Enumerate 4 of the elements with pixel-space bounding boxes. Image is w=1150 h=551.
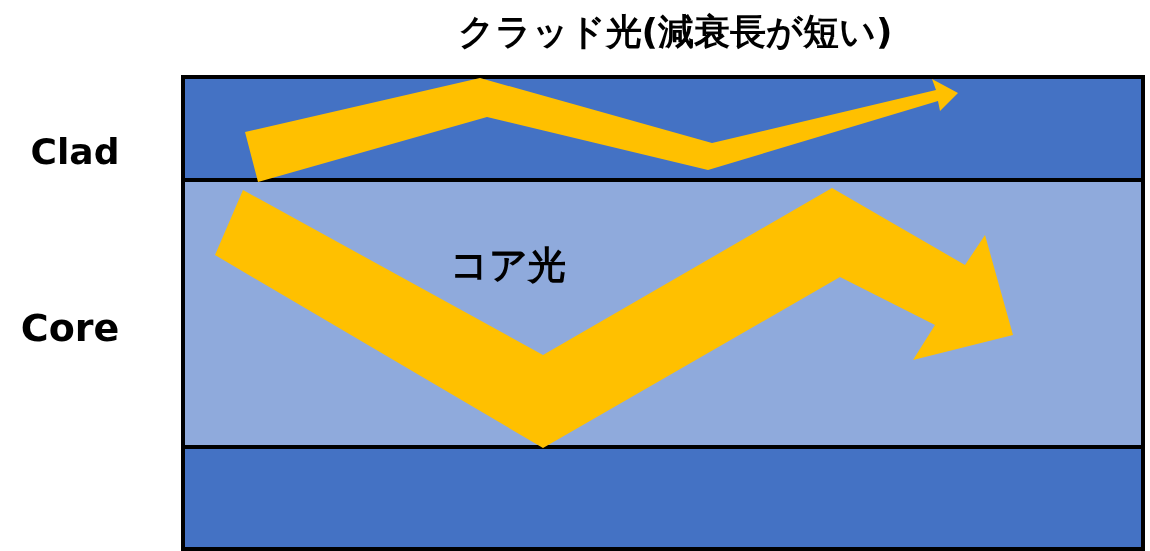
beam-label: コア光 [450,246,566,284]
layer-label: Core [20,309,120,347]
heading-text: クラッド光(減衰長が短い) [457,14,893,50]
layer-label: Clad [30,134,120,170]
